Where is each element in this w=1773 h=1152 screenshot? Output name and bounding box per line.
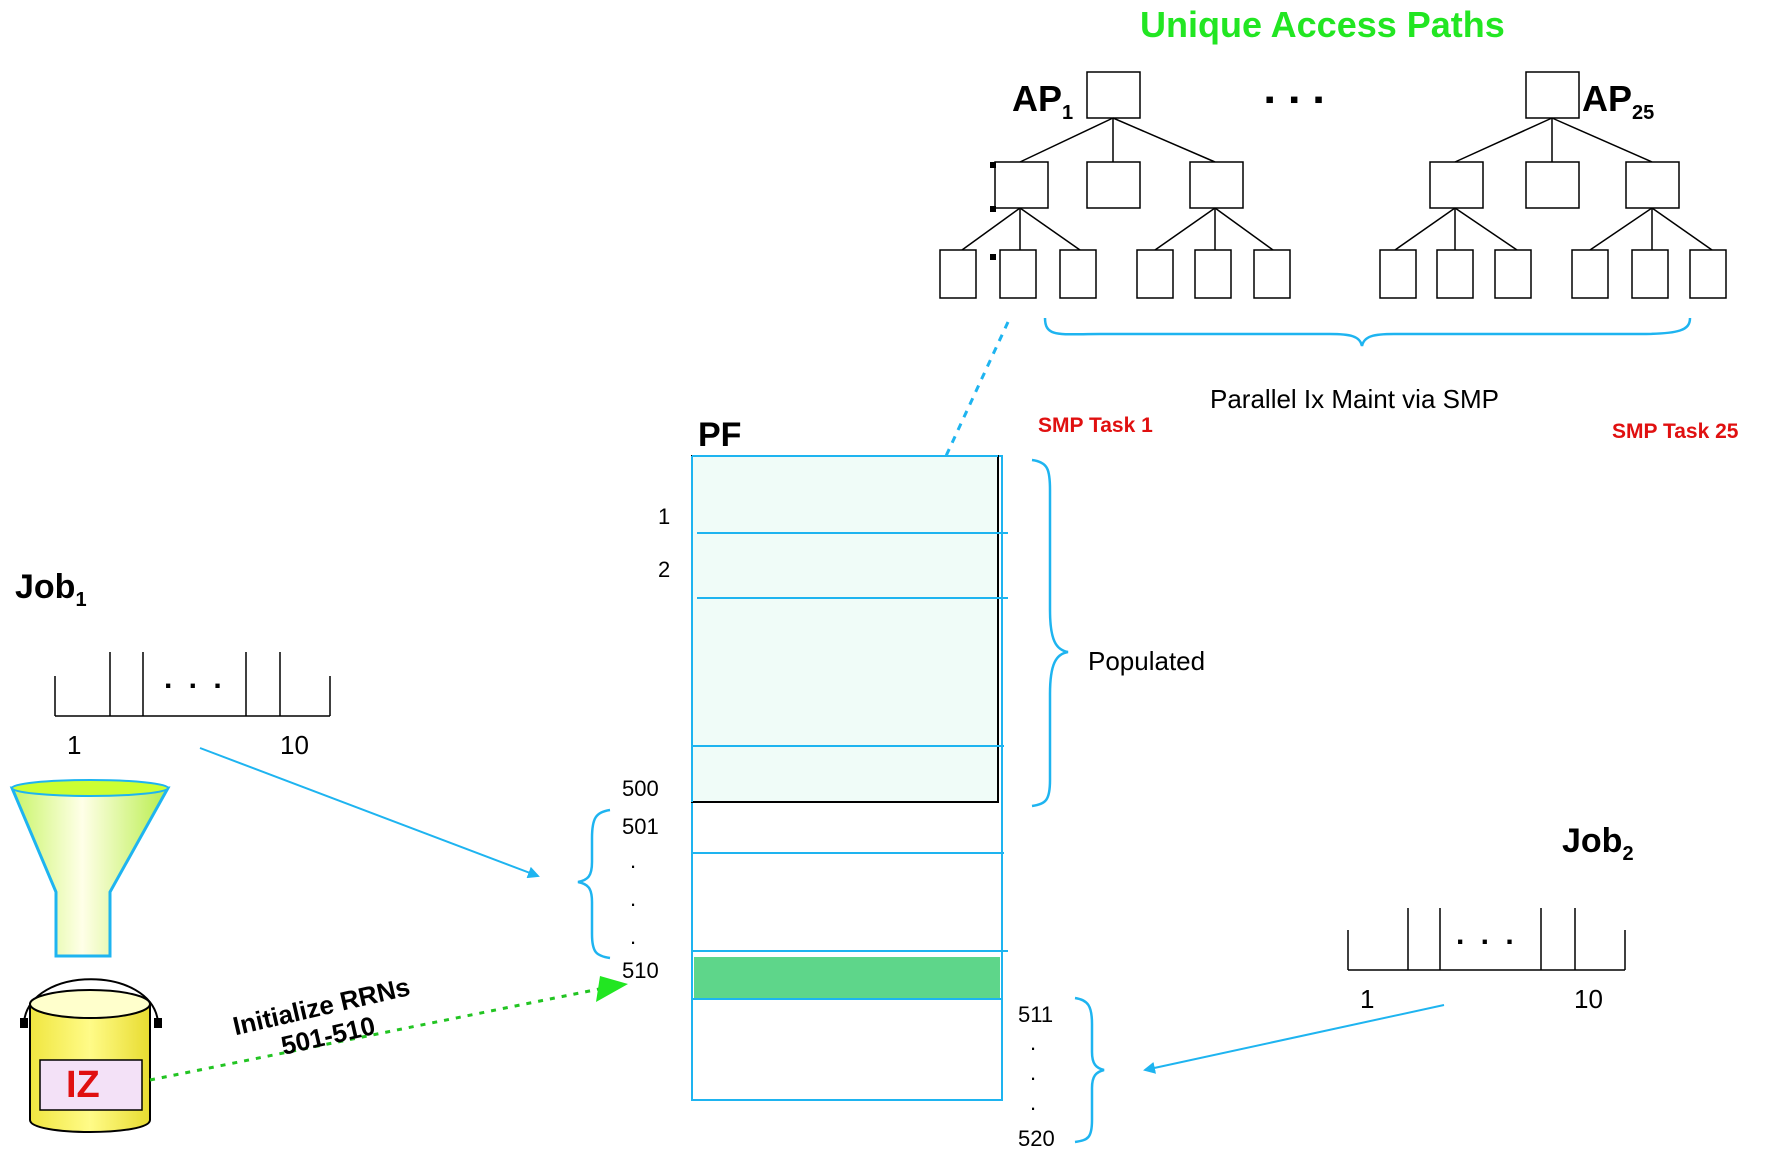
job2-arrow xyxy=(1143,1004,1445,1074)
pf-row-label: 1 xyxy=(658,504,671,529)
job1-end: 10 xyxy=(280,730,309,760)
tree-leaf xyxy=(1494,249,1532,299)
pf-row-label: . xyxy=(630,848,637,873)
job1-arrow xyxy=(199,747,540,879)
parallel-brace xyxy=(1043,317,1692,347)
tree-node xyxy=(1189,161,1244,209)
parallel-maintenance-label: Parallel Ix Maint via SMP xyxy=(1210,384,1499,414)
job2-label: Job2 xyxy=(1562,822,1634,866)
iz-label-box xyxy=(39,1059,143,1111)
job1-ellipsis: . . . xyxy=(164,662,226,695)
diagram-title: Unique Access Paths xyxy=(1140,4,1505,45)
job2-end: 10 xyxy=(1574,984,1603,1014)
tree-node xyxy=(1525,161,1580,209)
tree-leaf xyxy=(939,249,977,299)
smp-task-first: SMP Task 1 xyxy=(1038,414,1153,437)
ap-1-text: AP xyxy=(1012,78,1063,119)
overflow-row-label: . xyxy=(1030,1090,1037,1115)
pf-row-label: 500 xyxy=(622,776,659,801)
job2-ellipsis: . . . xyxy=(1456,918,1518,951)
overflow-row-label: . xyxy=(1030,1030,1037,1055)
tree-leaf xyxy=(1436,249,1474,299)
tree-1-markers xyxy=(990,162,996,260)
tree-leaf xyxy=(1253,249,1291,299)
tree-leaf xyxy=(1136,249,1174,299)
populated-label: Populated xyxy=(1088,646,1206,676)
tree-leaf xyxy=(1379,249,1417,299)
job2-buffer xyxy=(1347,908,1626,971)
pf-row-label: . xyxy=(630,886,637,911)
tree-node xyxy=(1429,161,1484,209)
tree-node xyxy=(1525,71,1580,119)
job1-text: Job xyxy=(15,568,76,606)
overflow-row-label: 520 xyxy=(1018,1126,1055,1151)
tree-leaf xyxy=(1059,249,1097,299)
rows-501-510-brace xyxy=(577,808,611,960)
overflow-row-label: . xyxy=(1030,1060,1037,1085)
job1-subscript: 1 xyxy=(75,588,87,611)
tree-leaf xyxy=(1571,249,1609,299)
pf-populated-region xyxy=(691,455,999,803)
ap-25-label: AP25 xyxy=(1582,78,1654,125)
access-path-tree-1 xyxy=(939,71,1291,299)
pf-row-label: . xyxy=(630,924,637,949)
access-path-ellipsis: ▪ ▪ ▪ xyxy=(1265,84,1328,114)
tree-node xyxy=(1086,161,1141,209)
pf-row-label: 510 xyxy=(622,958,659,983)
tree-leaf xyxy=(1631,249,1669,299)
funnel-icon xyxy=(9,779,171,958)
tree-leaf xyxy=(1689,249,1727,299)
pf-initialized-rows xyxy=(694,957,1000,999)
job1-buffer xyxy=(54,652,331,717)
populated-brace xyxy=(1031,458,1069,808)
access-path-tree-25 xyxy=(1379,71,1727,299)
pf-table xyxy=(691,455,1008,1101)
tree-leaf xyxy=(999,249,1037,299)
smp-task-last: SMP Task 25 xyxy=(1612,420,1739,443)
bucket-icon xyxy=(20,978,162,1133)
ap-25-text: AP xyxy=(1582,78,1633,119)
tree-to-pf-connector xyxy=(944,321,1010,457)
ap-1-label: AP1 xyxy=(1012,78,1073,125)
ap-25-subscript: 25 xyxy=(1632,102,1655,125)
tree-node xyxy=(1625,161,1680,209)
tree-node xyxy=(994,161,1049,209)
bucket-label: IZ xyxy=(66,1064,100,1106)
initialize-arrow xyxy=(149,976,628,1082)
overflow-row-label: 511 xyxy=(1018,1002,1054,1027)
job2-start: 1 xyxy=(1360,984,1375,1014)
pf-row-label: 501 xyxy=(622,814,659,839)
ap-1-subscript: 1 xyxy=(1062,102,1074,125)
pf-row-label: 2 xyxy=(658,557,671,582)
pf-label: PF xyxy=(698,416,742,454)
job2-subscript: 2 xyxy=(1622,842,1634,865)
rows-511-520-brace xyxy=(1074,996,1105,1144)
job1-label: Job1 xyxy=(15,568,87,612)
tree-leaf xyxy=(1194,249,1232,299)
job2-text: Job xyxy=(1562,822,1623,860)
job1-start: 1 xyxy=(67,730,82,760)
tree-node xyxy=(1086,71,1141,119)
